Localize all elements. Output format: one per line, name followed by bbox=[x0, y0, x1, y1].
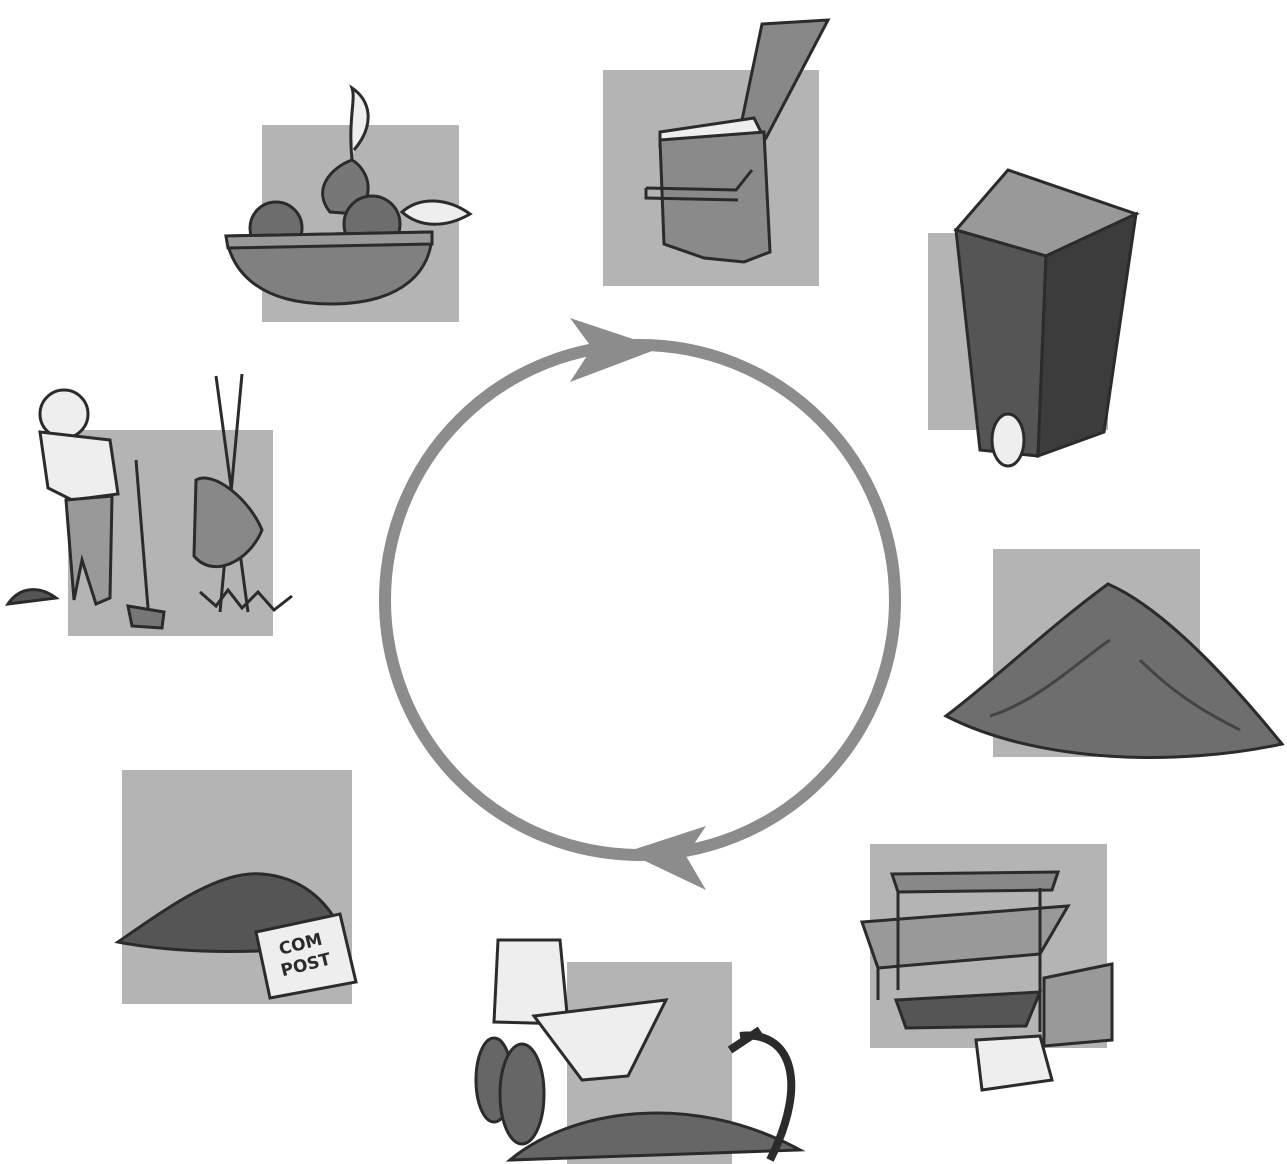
cycle-ring bbox=[385, 318, 895, 890]
stage-composting-facility bbox=[862, 844, 1112, 1090]
stage-compost-heap bbox=[946, 549, 1282, 757]
wheelie-bin-icon bbox=[956, 170, 1136, 466]
stage-fruit-bowl bbox=[226, 88, 470, 322]
stage-gardener bbox=[8, 374, 292, 636]
cycle-ring-circle bbox=[385, 345, 895, 855]
stage-loader-tractor bbox=[476, 940, 800, 1164]
stage-kitchen-caddy bbox=[603, 20, 828, 286]
stage-wheelie-bin bbox=[928, 170, 1136, 466]
stage-compost-bag: COM POST bbox=[118, 770, 356, 1004]
